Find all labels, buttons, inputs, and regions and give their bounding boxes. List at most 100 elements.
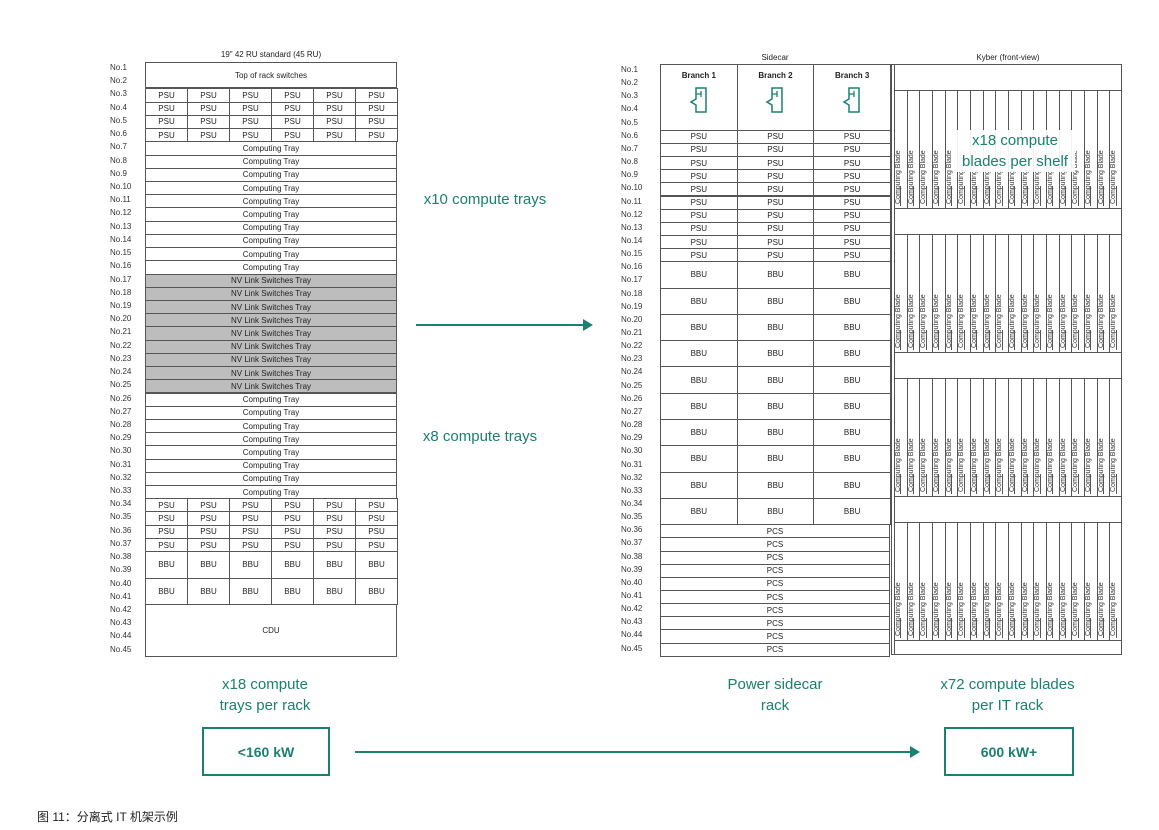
psu-cell: PSU: [271, 524, 314, 539]
blade-handle: [951, 330, 952, 350]
computing-blade: [957, 234, 970, 352]
sidecar-bbu: BBU: [813, 392, 891, 421]
right-power-box: 600 kW+: [944, 727, 1074, 776]
row-label: No.3: [621, 91, 638, 101]
row-label: No.21: [621, 328, 643, 337]
row-label: No.38: [621, 551, 643, 561]
blade-handle: [938, 618, 940, 638]
psu-cell: PSU: [145, 114, 188, 130]
psu-cell: PSU: [187, 537, 230, 553]
sidecar-psu: PSU: [813, 156, 891, 171]
sidecar-bbu: BBU: [736, 340, 815, 368]
sidecar-bbu: BBU: [736, 261, 815, 289]
blade-handle: [938, 330, 940, 350]
bbu-cell: BBU: [229, 551, 272, 579]
row-label: No.23: [621, 354, 643, 364]
computing-blade: [1033, 378, 1046, 496]
row-label: No.4: [621, 104, 638, 114]
psu-cell: PSU: [187, 114, 230, 130]
psu-cell: PSU: [145, 537, 188, 553]
computing-blade: [906, 90, 920, 208]
row-label: No.35: [621, 512, 643, 522]
row-label: No.1: [110, 63, 127, 72]
computing-blade: [970, 522, 983, 640]
psu-cell: PSU: [271, 128, 314, 143]
kyber-title: Kyber (front-view): [976, 53, 1040, 62]
row-label: No.41: [621, 591, 643, 600]
psu-cell: PSU: [187, 498, 230, 513]
computing-blade: [1109, 522, 1122, 640]
blade-handle: [1001, 330, 1003, 350]
computing-blade: [1008, 234, 1021, 352]
sidecar-bbu: BBU: [813, 313, 891, 342]
row-label: No.24: [621, 367, 643, 377]
computing-blade: [1058, 522, 1072, 640]
sidecar-pcs: PCS: [660, 629, 890, 644]
computing-blade: [1033, 522, 1046, 640]
psu-cell: PSU: [271, 537, 314, 553]
row-label: No.40: [621, 577, 643, 587]
row-label: No.18: [110, 287, 132, 297]
row-label: No.37: [110, 538, 132, 548]
sidecar-psu: PSU: [736, 195, 815, 210]
row-label: No.45: [621, 643, 643, 653]
psu-cell: PSU: [355, 498, 398, 513]
blade-handle: [1077, 186, 1079, 206]
computing-blade: [1109, 378, 1122, 496]
row-label: No.20: [621, 314, 643, 324]
row-label: No.11: [621, 196, 642, 206]
row-label: No.9: [621, 170, 638, 180]
sidecar-bbu: BBU: [660, 340, 738, 368]
psu-cell: PSU: [271, 511, 314, 526]
sidecar-pcs: PCS: [660, 550, 890, 565]
blade-handle: [1052, 618, 1054, 638]
computing-blade: [894, 234, 907, 352]
computing-blade: [1046, 234, 1059, 352]
row-label: No.36: [110, 525, 132, 535]
blade-handle: [951, 618, 952, 638]
blade-handle: [1001, 474, 1003, 494]
blade-handle: [1090, 474, 1092, 494]
sidecar-bbu: BBU: [813, 497, 891, 526]
sidecar-psu: PSU: [813, 142, 891, 158]
left-caption: x18 compute trays per rack: [219, 676, 311, 714]
psu-cell: PSU: [229, 101, 272, 116]
bbu-cell: BBU: [355, 577, 398, 606]
row-label: No.44: [110, 631, 132, 641]
computing-blade: [957, 378, 970, 496]
row-label: No.35: [110, 512, 132, 522]
computing-blade: [906, 234, 920, 352]
row-label: No.8: [621, 157, 638, 167]
psu-cell: PSU: [355, 101, 398, 116]
sidecar-bbu: BBU: [660, 287, 738, 315]
psu-cell: PSU: [355, 128, 398, 143]
computing-tray: Computing Tray: [145, 445, 397, 460]
sidecar-title: Sidecar: [761, 53, 789, 62]
computing-tray: Computing Tray: [145, 167, 397, 182]
row-label: No.2: [110, 76, 127, 86]
psu-cell: PSU: [313, 537, 356, 553]
row-label: No.1: [621, 65, 638, 74]
row-label: No.42: [621, 604, 643, 614]
row-label: No.39: [110, 565, 132, 575]
blade-handle: [900, 330, 902, 350]
sidecar-pcs: PCS: [660, 642, 890, 657]
row-label: No.4: [110, 102, 127, 112]
row-label: No.37: [621, 538, 643, 548]
row-label: No.17: [621, 275, 643, 285]
psu-cell: PSU: [145, 511, 188, 526]
computing-blade: [944, 234, 958, 352]
sidecar-psu: PSU: [736, 234, 815, 250]
psu-cell: PSU: [229, 88, 272, 103]
computing-blade: [1008, 522, 1021, 640]
computing-blade: [944, 522, 958, 640]
computing-blade: [1046, 522, 1059, 640]
blade-handle: [1039, 186, 1041, 206]
computing-blade: [932, 378, 945, 496]
blade-handle: [1027, 618, 1028, 638]
sidecar-psu: PSU: [736, 169, 815, 184]
branch-header: Branch 3: [813, 64, 891, 131]
computing-blade: [1084, 378, 1097, 496]
psu-cell: PSU: [313, 114, 356, 130]
row-label: No.22: [621, 341, 643, 351]
